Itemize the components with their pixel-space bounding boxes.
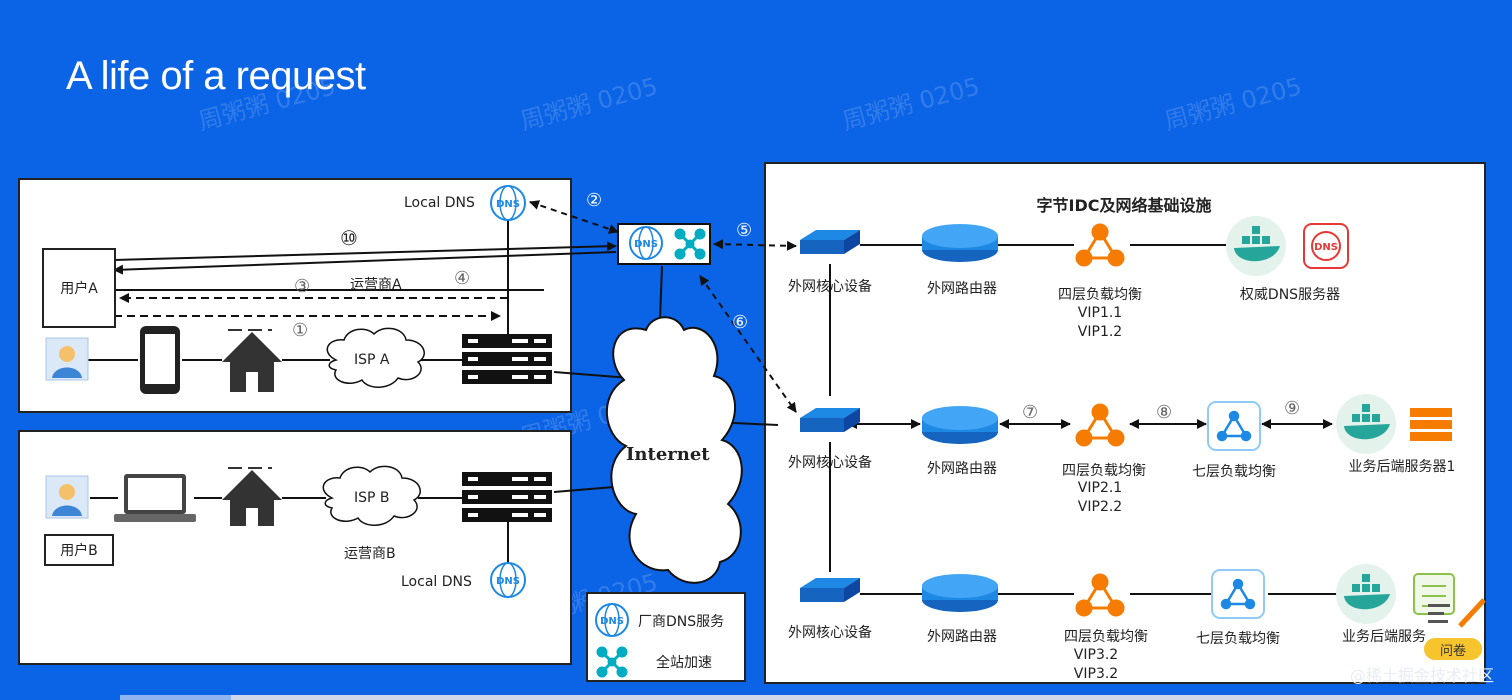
row1-vip-b: VIP1.2 [1077, 324, 1123, 340]
router-icon [922, 224, 998, 262]
laptop-icon [114, 474, 196, 522]
row2-vip-b: VIP2.2 [1077, 499, 1123, 515]
isp-b-cloud-icon [322, 465, 421, 526]
step-6-label: ⑥ [732, 312, 749, 333]
docker-whale-icon [1226, 216, 1286, 276]
row2-vip-a: VIP2.1 [1077, 480, 1123, 496]
row3-router-label: 外网路由器 [927, 629, 997, 645]
user-avatar-icon [45, 337, 89, 381]
internet-label: Internet [626, 444, 710, 465]
local-dns-a-label: Local DNS [404, 195, 475, 211]
carrier-a-label: 运营商A [350, 277, 402, 293]
idc-title: 字节IDC及网络基础设施 [1036, 196, 1212, 215]
step-5-label: ⑤ [736, 220, 753, 241]
step-1-label: ① [292, 320, 309, 341]
core-switch-icon [800, 230, 860, 254]
row3-l4-label: 四层负载均衡 [1064, 629, 1148, 645]
isp-a-label: ISP A [354, 352, 390, 368]
step-9-label: ⑨ [1284, 398, 1301, 419]
row1-l4-label: 四层负载均衡 [1058, 287, 1142, 303]
step-10-label: ⑩ [340, 226, 358, 250]
server-rack-icon [462, 472, 552, 522]
l4-load-balancer-icon [1075, 573, 1125, 617]
dns-globe-icon-text: DNS [496, 576, 520, 587]
row1-core-label: 外网核心设备 [788, 279, 872, 295]
authoritative-dns-icon [1303, 223, 1349, 269]
l4-load-balancer-icon [1075, 403, 1125, 447]
dns-globe-icon [490, 185, 526, 221]
row2-backend-label: 业务后端服务器1 [1348, 459, 1456, 475]
step-8-label: ⑧ [1156, 402, 1173, 423]
dns-globe-icon-text: DNS [496, 199, 520, 210]
internet-cloud-icon [606, 316, 743, 584]
row1-dns-server-label: 权威DNS服务器 [1239, 287, 1341, 303]
gslb-box [617, 223, 711, 265]
server-rack-icon [462, 334, 552, 384]
user-avatar-icon [45, 475, 89, 519]
row3-backend-label: 业务后端服务 [1342, 629, 1426, 645]
l7-load-balancer-icon [1207, 401, 1261, 451]
accel-icon [596, 646, 628, 678]
step-3-label: ③ [294, 276, 311, 297]
phone-icon [140, 326, 180, 394]
docker-whale-icon [1336, 394, 1396, 454]
survey-button[interactable]: 问卷 [1424, 638, 1482, 660]
row2-router-label: 外网路由器 [927, 461, 997, 477]
l7-load-balancer-icon [1211, 569, 1265, 619]
carrier-b-label: 运营商B [344, 546, 396, 562]
dns-globe-icon-text: DNS [600, 616, 624, 627]
user-b-box[interactable]: 用户B [44, 534, 114, 566]
video-progress-fill [120, 695, 232, 700]
dns-globe-icon [629, 226, 663, 260]
isp-a-cloud-icon [326, 327, 425, 388]
row1-vip-a: VIP1.1 [1077, 305, 1123, 321]
row3-l7-label: 七层负载均衡 [1196, 631, 1280, 647]
router-icon [922, 406, 998, 444]
legend-vendor-dns-label: 厂商DNS服务 [638, 614, 725, 630]
docker-whale-icon [1336, 564, 1396, 624]
brand-watermark: @稀土掘金技术社区 [1349, 666, 1494, 685]
step-4-label: ④ [454, 268, 471, 289]
core-switch-icon [800, 408, 860, 432]
house-icon [222, 467, 282, 526]
authoritative-dns-icon-text: DNS [1314, 242, 1338, 253]
page-title: A life of a request [66, 54, 366, 98]
core-switch-icon [800, 578, 860, 602]
row3-vip-b: VIP3.2 [1073, 666, 1119, 682]
row3-vip-a: VIP3.2 [1073, 647, 1119, 663]
step-2-label: ② [586, 190, 603, 211]
accel-icon [674, 228, 706, 260]
user-a-box[interactable]: 用户A [42, 248, 116, 328]
row3-core-label: 外网核心设备 [788, 625, 872, 641]
dns-globe-icon [595, 603, 629, 637]
document-icon [1413, 573, 1455, 615]
legend-accel-label: 全站加速 [656, 655, 712, 671]
pencil-icon [1428, 598, 1486, 628]
row2-core-label: 外网核心设备 [788, 455, 872, 471]
dns-globe-icon [490, 562, 526, 598]
row2-l4-label: 四层负载均衡 [1062, 463, 1146, 479]
backend-server-icon [1410, 408, 1452, 441]
router-icon [922, 574, 998, 612]
house-icon [222, 329, 282, 392]
dns-globe-icon-text: DNS [634, 239, 658, 250]
row1-router-label: 外网路由器 [927, 281, 997, 297]
step-7-label: ⑦ [1022, 402, 1039, 423]
local-dns-b-label: Local DNS [401, 574, 472, 590]
l4-load-balancer-icon [1075, 223, 1125, 267]
video-progress-bar[interactable] [120, 695, 1512, 700]
row2-l7-label: 七层负载均衡 [1192, 464, 1276, 480]
isp-b-label: ISP B [354, 490, 390, 506]
